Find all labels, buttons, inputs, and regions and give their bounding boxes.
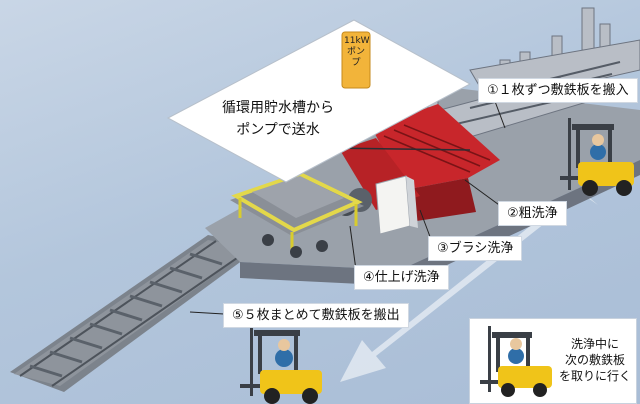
forklift-icon: [480, 326, 552, 397]
hint-line3: を取りに行く: [558, 369, 631, 383]
forklift-icon: [560, 118, 634, 196]
flow-arrow: [340, 188, 598, 382]
tank-note-line1: 循環用貯水槽から: [222, 100, 334, 116]
water-tank: [166, 19, 472, 183]
rail-track: [10, 235, 262, 392]
step-label-finish-wash: ④仕上げ洗浄: [354, 265, 449, 290]
tank-note: 循環用貯水槽から ポンプで送水: [193, 97, 363, 141]
hint-line1: 洗浄中に: [570, 337, 619, 351]
pump-label: 11kW ポンプ: [344, 36, 370, 69]
pump-label-line2: ポンプ: [346, 47, 365, 68]
rough-wash-unit: [340, 104, 500, 222]
step-label-carry-in: ①１枚ずつ敷鉄板を搬入: [478, 78, 638, 103]
pump-label-line1: 11kW: [344, 36, 370, 46]
pump-icon: [341, 31, 371, 89]
step-label-carry-out: ⑤５枚まとめて敷鉄板を搬出: [223, 303, 409, 328]
callout-line: [349, 225, 357, 271]
forklift-icon: [240, 324, 322, 404]
hint-text: 洗浄中に 次の敷鉄板 を取りに行く: [556, 336, 634, 384]
hint-line2: 次の敷鉄板: [564, 353, 625, 367]
step-label-rough-wash: ②粗洗浄: [498, 201, 567, 226]
callout-line: [189, 311, 225, 315]
step-label-brush-wash: ③ブラシ洗浄: [428, 236, 523, 261]
tank-note-line2: ポンプで送水: [236, 122, 320, 138]
finish-wash-unit: [230, 171, 364, 258]
